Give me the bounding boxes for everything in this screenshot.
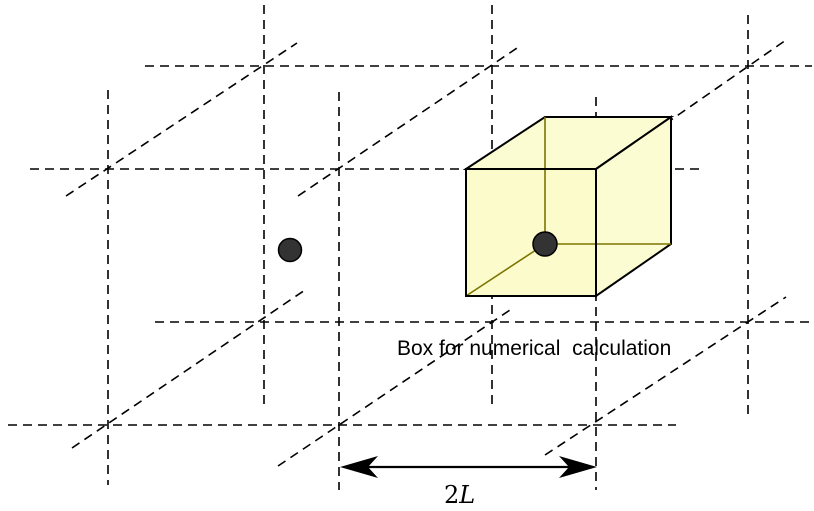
diagonal-lattice-lines (65, 39, 787, 467)
cube-front-outline (465, 168, 597, 297)
cube-front-face (465, 168, 597, 297)
central-particle (532, 231, 558, 257)
dimension-label: 2L (444, 481, 475, 509)
lattice-line-d-5 (277, 309, 511, 467)
dimension-label-number: 2 (444, 481, 459, 509)
dimension-label-symbol: L (458, 481, 475, 509)
dimension-arrow (340, 456, 597, 478)
dimension-arrow-head-left (340, 456, 378, 478)
image-particle (277, 237, 303, 263)
dimension-arrow-head-right (559, 456, 597, 478)
simulation-box (462, 115, 675, 298)
lattice-line-d-1 (65, 42, 298, 197)
lattice-line-d-4 (71, 289, 306, 449)
lattice-line-d-6 (544, 296, 787, 456)
cube-hidden-edge-diagonal (465, 243, 546, 297)
box-label: Box for numerical calculation (397, 337, 671, 360)
